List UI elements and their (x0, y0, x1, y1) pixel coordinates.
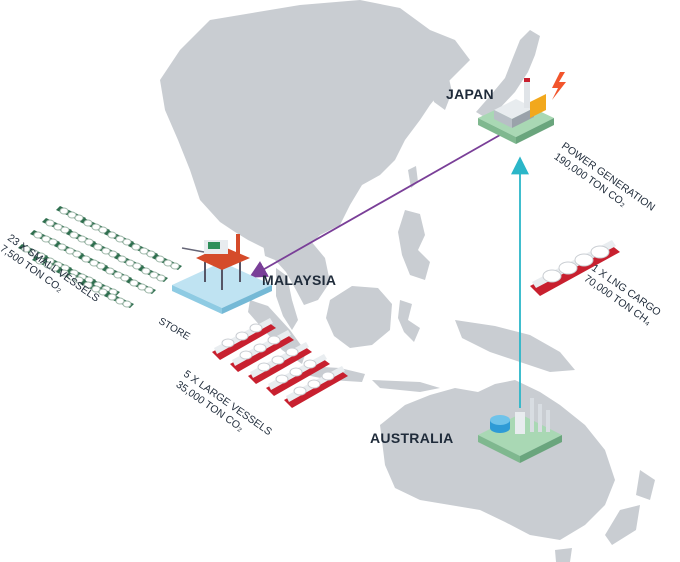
small-vessel (102, 266, 132, 282)
lightning-bolt-icon (552, 72, 566, 100)
label-japan: JAPAN (446, 86, 494, 102)
tasmania (555, 548, 572, 562)
small-vessel (104, 292, 134, 308)
large-vessel (266, 354, 330, 396)
small-vessels-group (18, 206, 182, 308)
new-guinea (455, 320, 575, 372)
borneo (326, 286, 392, 348)
small-vessel (54, 242, 84, 258)
label-australia: AUSTRALIA (370, 430, 454, 446)
large-vessels-group (212, 318, 348, 408)
large-vessel (230, 330, 294, 372)
malay-peninsula (276, 268, 298, 330)
philippines (398, 210, 430, 280)
lng-plant-icon (478, 398, 562, 463)
label-malaysia: MALAYSIA (262, 272, 337, 288)
co2-route-japan-to-malaysia (248, 134, 501, 278)
japan-islands (476, 30, 540, 118)
offshore-platform-icon (172, 234, 272, 314)
small-vessel (80, 218, 110, 234)
small-vessel (138, 266, 168, 282)
korean-peninsula (430, 70, 452, 110)
small-vessel (56, 206, 86, 222)
asia-mainland (160, 0, 470, 262)
lesser-sunda (372, 380, 440, 392)
sulawesi (398, 300, 420, 342)
australia-continent (380, 380, 615, 540)
small-vessel (42, 218, 72, 234)
indochina (262, 232, 330, 305)
small-vessel (32, 256, 62, 272)
new-zealand (605, 470, 655, 545)
small-vessel (126, 278, 156, 294)
power-plant-icon (478, 78, 554, 144)
small-vessel (128, 242, 158, 258)
small-vessel (152, 254, 182, 270)
small-vessel (90, 242, 120, 258)
small-vessel (30, 230, 60, 246)
small-vessel (66, 230, 96, 246)
small-vessel (104, 230, 134, 246)
small-vessel (78, 254, 108, 270)
small-vessel (56, 268, 86, 284)
small-vessel (80, 280, 110, 296)
large-vessel (248, 342, 312, 384)
large-vessel (284, 366, 348, 408)
small-vessel (66, 268, 96, 284)
small-vessel (114, 254, 144, 270)
large-vessel (212, 318, 276, 360)
lng-cargo-ship-icon (530, 240, 620, 296)
